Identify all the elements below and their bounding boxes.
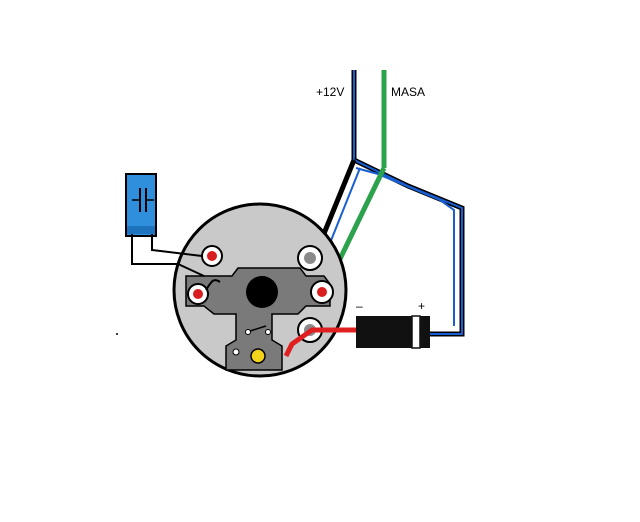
wire-loop-right (352, 157, 465, 337)
switch-symbol (245, 325, 271, 335)
label-diode-minus: – (356, 299, 363, 313)
plate-screw (232, 348, 240, 356)
capacitor-icon (125, 173, 157, 237)
lamp-icon (250, 348, 266, 364)
label-12v: +12V (316, 85, 344, 99)
gauge-body (172, 202, 348, 378)
gauge-center-hole (246, 276, 278, 308)
wire-left-internal (205, 279, 221, 291)
diode-icon (356, 315, 430, 349)
capacitor-leads (131, 234, 205, 277)
label-diode-plus: + (418, 299, 425, 313)
gauge-plate (185, 267, 331, 371)
label-masa: MASA (391, 85, 425, 99)
wire-red-lamp (283, 327, 356, 358)
stray-dot (116, 333, 118, 335)
supply-wires (351, 70, 387, 168)
